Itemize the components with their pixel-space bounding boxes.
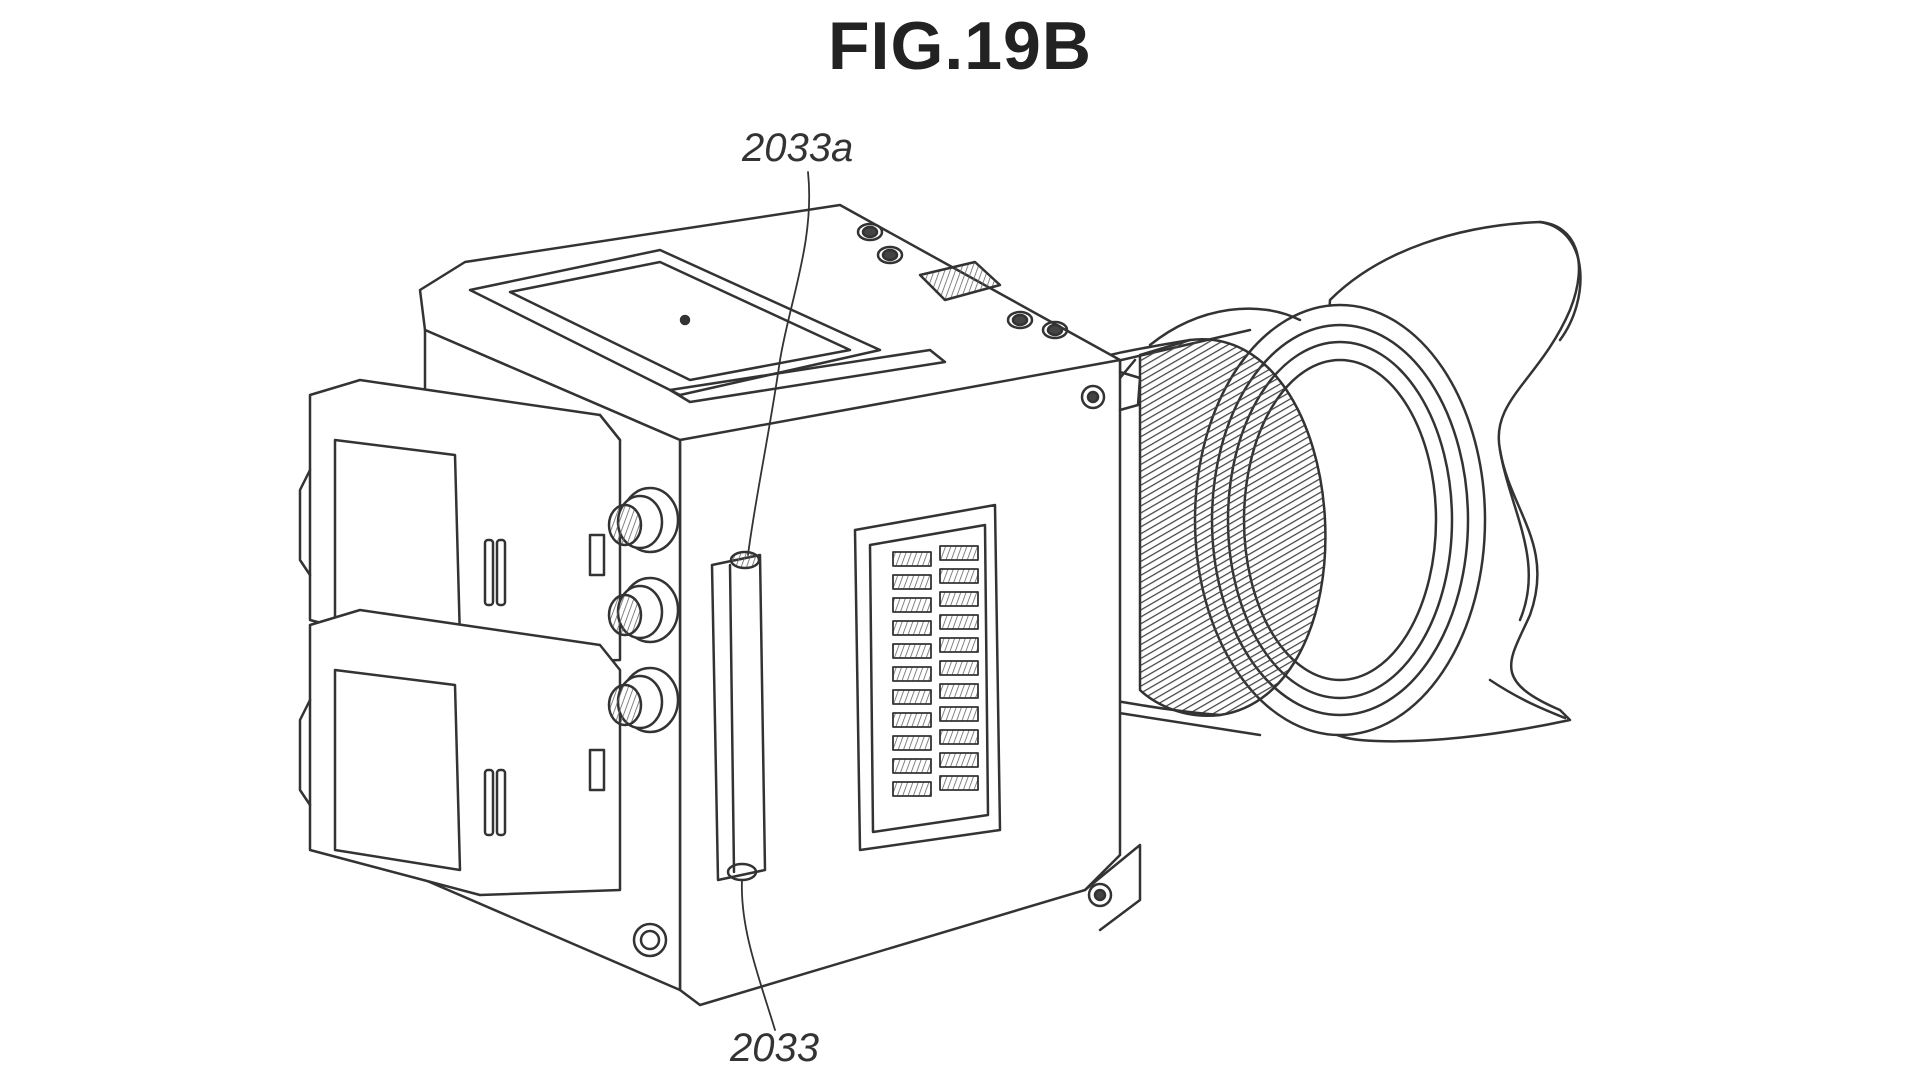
battery-pack-icon (298, 378, 622, 897)
bnc-connector-icon (607, 486, 680, 734)
vent-grille-icon (853, 503, 1002, 852)
grip-slot-icon (710, 550, 767, 882)
lens-icon (1083, 303, 1487, 737)
reference-label-2033a: 2033a (742, 126, 854, 170)
leader-line-bottom (741, 879, 776, 1031)
leader-line-top (747, 171, 811, 556)
figure-title: FIG.19B (828, 8, 1092, 84)
reference-label-2033: 2033 (730, 1026, 819, 1070)
